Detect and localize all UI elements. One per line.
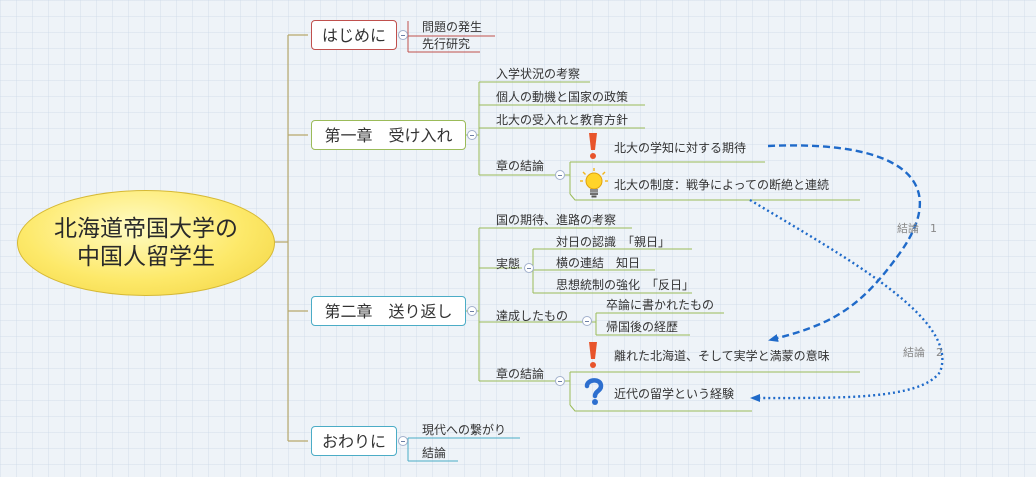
subtopic[interactable]: 国の期待、進路の考察 — [496, 213, 617, 227]
question-icon — [584, 378, 604, 405]
conclusion-item[interactable]: 北大の学知に対する期待 — [614, 141, 747, 155]
exclamation-icon — [589, 342, 597, 368]
collapse-button[interactable] — [398, 436, 408, 446]
central-topic[interactable]: 北海道帝国大学の 中国人留学生 — [17, 190, 275, 296]
lightbulb-icon — [580, 168, 608, 198]
exclamation-icon — [589, 133, 597, 159]
main-topic-chapter1[interactable]: 第一章 受け入れ — [311, 120, 466, 150]
jittai-item[interactable]: 思想統制の強化 「反日」 — [556, 278, 695, 292]
collapse-button[interactable] — [467, 306, 477, 316]
collapse-button[interactable] — [555, 376, 565, 386]
jittai-item[interactable]: 対日の認識 「親日」 — [556, 235, 671, 249]
conclusion-item[interactable]: 離れた北海道、そして実学と満蒙の意味 — [614, 349, 830, 363]
main-topic-chapter2[interactable]: 第二章 送り返し — [311, 296, 466, 326]
collapse-button[interactable] — [398, 30, 408, 40]
relationship-label-1[interactable]: 結論 1 — [897, 222, 937, 235]
subtopic[interactable]: 問題の発生 — [422, 20, 483, 34]
conclusion-item[interactable]: 近代の留学という経験 — [614, 387, 735, 401]
subtopic-conclusion[interactable]: 章の結論 — [496, 367, 545, 381]
collapse-button[interactable] — [524, 263, 534, 273]
tassei-item[interactable]: 帰国後の経歴 — [606, 320, 679, 334]
main-topic-owarini[interactable]: おわりに — [311, 426, 397, 456]
subtopic[interactable]: 個人の動機と国家の政策 — [496, 90, 629, 104]
central-topic-line2: 中国人留学生 — [77, 244, 215, 270]
central-topic-line1: 北海道帝国大学の — [54, 216, 238, 242]
main-topic-hajimeni[interactable]: はじめに — [311, 20, 397, 50]
tassei-item[interactable]: 卒論に書かれたもの — [606, 298, 715, 312]
subtopic[interactable]: 現代への繋がり — [422, 423, 507, 437]
subtopic-conclusion[interactable]: 章の結論 — [496, 159, 545, 173]
subtopic[interactable]: 結論 — [422, 446, 447, 460]
collapse-button[interactable] — [555, 170, 565, 180]
subtopic-tassei[interactable]: 達成したもの — [496, 309, 569, 323]
subtopic[interactable]: 入学状況の考察 — [496, 67, 581, 81]
collapse-button[interactable] — [582, 316, 592, 326]
subtopic[interactable]: 北大の受入れと教育方針 — [496, 113, 629, 127]
collapse-button[interactable] — [467, 130, 477, 140]
conclusion-item[interactable]: 北大の制度：戦争によっての断絶と連続 — [614, 178, 830, 192]
relationship-label-2[interactable]: 結論 2 — [903, 346, 943, 359]
jittai-item[interactable]: 横の連結 知日 — [556, 256, 641, 270]
subtopic[interactable]: 先行研究 — [422, 37, 471, 51]
subtopic-jittai[interactable]: 実態 — [496, 257, 521, 271]
